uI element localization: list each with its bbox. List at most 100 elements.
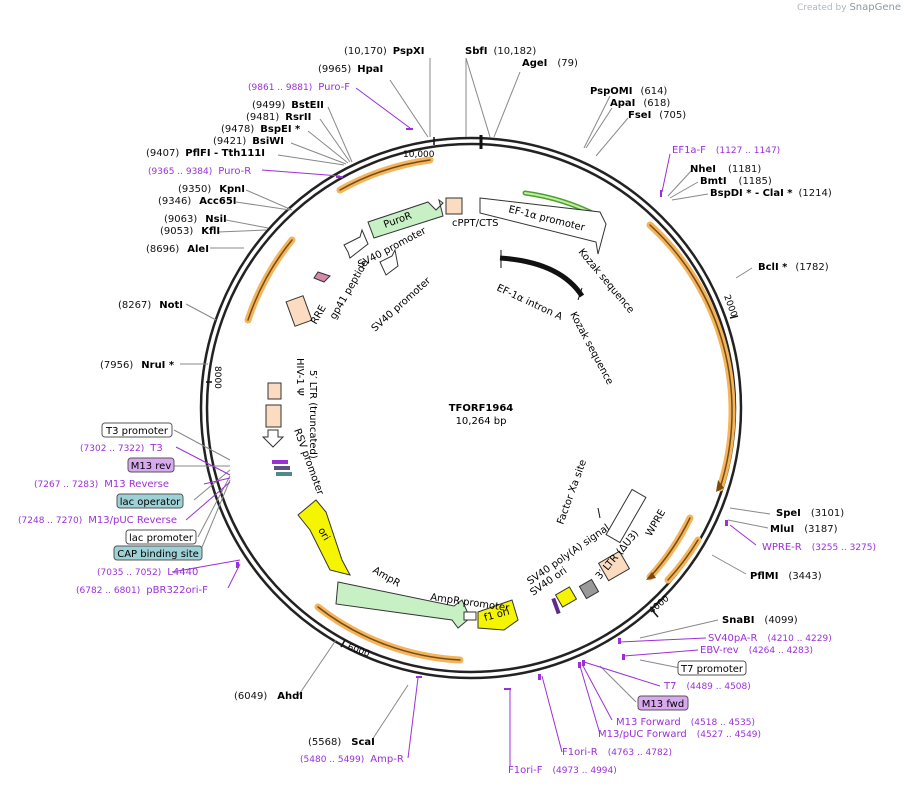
site-rsrii: RsrII bbox=[285, 112, 311, 123]
svg-text:WPRE-R(3255 .. 3275): WPRE-R(3255 .. 3275) bbox=[762, 542, 876, 553]
tick-label-10000: 10,000 bbox=[403, 150, 435, 160]
svg-text:SbfI(10,182): SbfI(10,182) bbox=[465, 46, 536, 57]
svg-text:(7302 .. 7322)T3: (7302 .. 7322)T3 bbox=[80, 443, 163, 454]
svg-text:M13 Forward(4518 .. 4535): M13 Forward(4518 .. 4535) bbox=[616, 717, 755, 728]
primer-t3: T3 bbox=[149, 443, 162, 454]
primer-m13-reverse: M13 Reverse bbox=[104, 479, 169, 490]
plasmid-name: TFORF1964 bbox=[449, 403, 514, 414]
backbone-outer bbox=[199, 136, 743, 680]
svg-text:T7(4489 .. 4508): T7 (4489 .. 4508) bbox=[663, 681, 751, 692]
site-pos-pflmi: (3443) bbox=[788, 571, 821, 582]
svg-text:(8696)AleI: (8696)AleI bbox=[146, 244, 209, 255]
site-pos-nrui: (7956) bbox=[100, 360, 133, 371]
site-snabi: SnaBI bbox=[722, 615, 754, 626]
site-nhei: NheI bbox=[690, 164, 716, 175]
sv40-promoter-2-label: SV40 promoter bbox=[370, 275, 434, 334]
site-fsei: FseI bbox=[628, 110, 651, 121]
site-pos-nhei: (1181) bbox=[728, 164, 761, 175]
site-bspdi: BspDI * - ClaI * bbox=[710, 188, 793, 199]
m13-fwd-box: M13 fwd bbox=[642, 699, 684, 710]
snapgene-credit: Created by SnapGene bbox=[797, 2, 901, 13]
sv40-promoter-1-arrow bbox=[343, 228, 369, 259]
primer-pos-pbr322ori-f: (6782 .. 6801) bbox=[76, 586, 140, 596]
lac-operator-box: lac operator bbox=[120, 497, 181, 508]
site-alei: AleI bbox=[187, 244, 209, 255]
site-pspomi: PspOMI bbox=[590, 86, 632, 97]
svg-text:SpeI(3101): SpeI(3101) bbox=[776, 508, 844, 519]
kozak-1-label: Kozak sequence bbox=[576, 247, 636, 316]
svg-text:PspOMI(614): PspOMI (614) bbox=[590, 86, 667, 97]
svg-text:(9407)PflFI - Tth111I: (9407)PflFI - Tth111I bbox=[146, 148, 265, 159]
inner-features bbox=[261, 197, 647, 631]
primer-pos-t7: (4489 .. 4508) bbox=[686, 682, 750, 692]
svg-text:(9478)BspEI *: (9478)BspEI * bbox=[221, 124, 301, 135]
primer-f1ori-r: F1ori-R bbox=[562, 747, 598, 758]
site-scai: ScaI bbox=[351, 737, 375, 748]
wpre-box bbox=[605, 488, 647, 544]
primer-pos-puro-f: (9861 .. 9881) bbox=[248, 83, 312, 93]
primer-pos-m13-puc-forward: (4527 .. 4549) bbox=[697, 730, 761, 740]
svg-text:(6049)AhdI: (6049)AhdI bbox=[234, 691, 303, 702]
sv40-polya-box bbox=[578, 578, 600, 600]
primer-f1ori-f: F1ori-F bbox=[508, 765, 543, 776]
primer-t7: T7 bbox=[663, 681, 676, 692]
primer-m13-forward: M13 Forward bbox=[616, 717, 681, 728]
svg-text:F1ori-F(4973 .. 4994): F1ori-F(4973 .. 4994) bbox=[508, 765, 617, 776]
plasmid-size: 10,264 bp bbox=[456, 416, 507, 427]
site-pspxi: PspXI bbox=[393, 46, 425, 57]
leader-lines bbox=[170, 57, 771, 741]
ef1a-intron-label: EF-1α intron A bbox=[495, 283, 564, 323]
svg-text:EF1a-F(1127 .. 1147): EF1a-F(1127 .. 1147) bbox=[672, 145, 780, 156]
site-nrui: NruI * bbox=[141, 360, 175, 371]
primer-pos-f1ori-r: (4763 .. 4782) bbox=[608, 748, 672, 758]
site-pflfi: PflFI - Tth111I bbox=[185, 148, 265, 159]
svg-text:(10,170)PspXI: (10,170) PspXI bbox=[344, 46, 425, 57]
primer-pos-m13-reverse: (7267 .. 7283) bbox=[34, 480, 98, 490]
t3-promoter-box: T3 promoter bbox=[105, 426, 169, 437]
credit-prefix: Created by bbox=[797, 3, 847, 13]
wpre-label: WPRE bbox=[644, 508, 668, 539]
tick-label-6000: 6000 bbox=[346, 642, 371, 659]
svg-text:(7267 .. 7283)M13 Reverse: (7267 .. 7283) M13 Reverse bbox=[34, 479, 169, 490]
site-bspei: BspEI * bbox=[260, 124, 301, 135]
cppt-label: cPPT/CTS bbox=[452, 218, 498, 229]
site-pos-bsteii: (9499) bbox=[252, 100, 285, 111]
svg-text:BspDI * - ClaI *(1214): BspDI * - ClaI *(1214) bbox=[710, 188, 832, 199]
site-acc65i: Acc65I bbox=[199, 196, 236, 207]
snapgene-brand: SnapGene bbox=[849, 2, 901, 13]
site-nsii: NsiI bbox=[205, 214, 226, 225]
lac-promoter-box: lac promoter bbox=[129, 533, 194, 544]
primer-pos-amp-r: (5480 .. 5499) bbox=[300, 755, 364, 765]
primer-ebv-rev: EBV-rev bbox=[700, 645, 739, 656]
site-mlui: MluI bbox=[770, 524, 794, 535]
lac-box-3 bbox=[276, 472, 292, 476]
primer-m13-puc-forward: M13/pUC Forward bbox=[598, 729, 687, 740]
site-pos-spei: (3101) bbox=[811, 508, 844, 519]
site-agei: AgeI bbox=[522, 58, 547, 69]
site-kpni: KpnI bbox=[219, 184, 245, 195]
svg-text:SV40pA-R(4210 .. 4229): SV40pA-R(4210 .. 4229) bbox=[708, 633, 832, 644]
sv40-ori-box bbox=[554, 586, 578, 608]
site-pos-agei: (79) bbox=[557, 58, 578, 69]
site-pos-pspxi: (10,170) bbox=[344, 46, 387, 57]
site-pos-rsrii: (9481) bbox=[246, 112, 279, 123]
site-pos-scai: (5568) bbox=[308, 737, 341, 748]
ltr5-label: 5′ LTR (truncated) bbox=[307, 370, 318, 459]
site-bsteii: BstEII bbox=[291, 100, 324, 111]
primer-pos-puro-r: (9365 .. 9384) bbox=[148, 167, 212, 177]
svg-text:(9499)BstEII: (9499) BstEII bbox=[252, 100, 324, 111]
site-noti: NotI bbox=[159, 300, 183, 311]
svg-text:(7956)NruI *: (7956) NruI * bbox=[100, 360, 175, 371]
svg-text:(9365 .. 9384)Puro-R: (9365 .. 9384)Puro-R bbox=[148, 166, 251, 177]
site-pos-kpni: (9350) bbox=[178, 184, 211, 195]
site-pflmi: PflMI bbox=[750, 571, 778, 582]
primer-labels: (9861 .. 9881)Puro-F (9365 .. 9384)Puro-… bbox=[18, 82, 876, 776]
site-kfli: KflI bbox=[201, 226, 220, 237]
primer-pbr322ori-f: pBR322ori-F bbox=[146, 585, 208, 596]
ef1a-intron-bar bbox=[499, 255, 585, 298]
site-pos-kfli: (9053) bbox=[160, 226, 193, 237]
site-pos-acc65i: (9346) bbox=[158, 196, 191, 207]
factor-xa-label: Factor Xa site bbox=[555, 458, 589, 526]
gp41-label: gp41 peptide bbox=[328, 258, 371, 321]
site-pos-pspomi: (614) bbox=[640, 86, 667, 97]
